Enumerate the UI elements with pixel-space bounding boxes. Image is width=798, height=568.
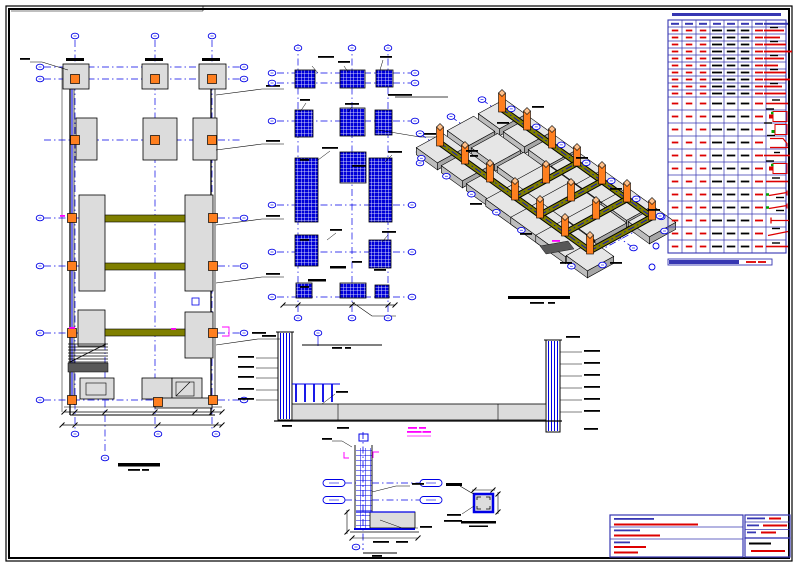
isometric-foundation-view xyxy=(415,89,677,304)
section-view xyxy=(238,329,600,433)
left-plan-view xyxy=(20,32,284,471)
title-block xyxy=(609,514,791,558)
sheet-border xyxy=(5,5,793,562)
column-section-detail xyxy=(444,483,501,527)
schedule-table xyxy=(648,13,792,271)
middle-foundation-plan xyxy=(267,44,448,322)
corner-detail-view xyxy=(322,431,443,557)
